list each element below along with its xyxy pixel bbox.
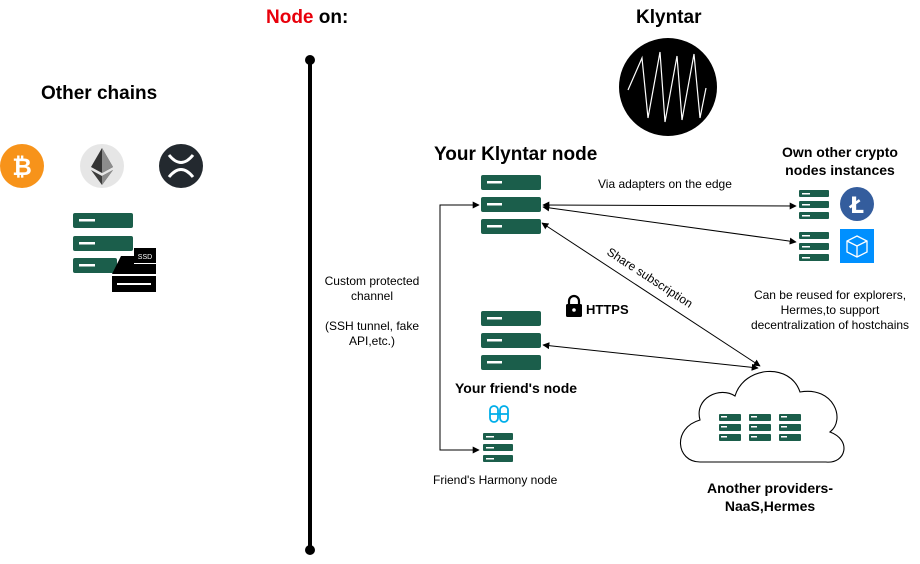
vertical-divider	[305, 55, 315, 555]
custom-channel-label: Custom protected channel (SSH tunnel, fa…	[322, 274, 422, 349]
reuse-line: decentralization of hostchains	[750, 318, 910, 332]
ssd-icon: SSD	[112, 248, 156, 292]
svg-text:₿: ₿	[12, 153, 32, 181]
providers-line: Another providers-	[706, 480, 833, 496]
reuse-line: Can be reused for explorers,	[753, 288, 907, 302]
your-klyntar-node-title: Your Klyntar node	[434, 144, 598, 165]
node-on-heading: Node on:	[266, 7, 348, 29]
klyntar-title: Klyntar	[636, 7, 702, 28]
providers-label: Another providers- NaaS,Hermes	[690, 479, 850, 515]
reuse-line: Hermes,to support	[780, 303, 880, 317]
litecoin-icon: Ł	[840, 187, 874, 221]
filecoin-cube-icon	[840, 229, 874, 263]
other-chains-title: Other chains	[41, 83, 158, 104]
own-crypto-server-1-icon	[799, 190, 829, 219]
friend-node-title: Your friend's node	[455, 380, 578, 396]
reuse-label: Can be reused for explorers, Hermes,to s…	[735, 288, 920, 333]
friend-node-server-icon	[481, 311, 541, 370]
harmony-icon	[489, 405, 509, 423]
adapters-label: Via adapters on the edge	[598, 177, 732, 191]
own-other-title-line-1: Own other crypto	[782, 144, 898, 160]
arrow-to-filecoin-node	[542, 204, 797, 245]
harmony-node-server-icon	[483, 433, 513, 462]
providers-line: NaaS,Hermes	[724, 498, 816, 514]
lock-icon	[566, 294, 582, 317]
custom-channel-line: channel	[350, 289, 394, 303]
svg-text:Ł: Ł	[849, 194, 864, 219]
node-word: Node	[266, 7, 314, 28]
ethereum-icon	[80, 144, 124, 188]
other-chains-server-icon	[73, 213, 133, 273]
providers-servers-icon	[719, 414, 801, 441]
bitcoin-icon: ₿	[0, 144, 44, 188]
own-other-nodes-title: Own other crypto nodes instances	[770, 143, 910, 179]
your-klyntar-node-server-icon	[481, 175, 541, 234]
arrow-to-litecoin-node	[542, 201, 797, 210]
xrp-icon	[159, 144, 203, 188]
harmony-node-label: Friend's Harmony node	[433, 473, 558, 487]
klyntar-logo-icon	[619, 38, 717, 136]
ssd-text: SSD	[138, 254, 152, 261]
share-subscription-label: Share subscription	[604, 245, 695, 311]
custom-channel-line: (SSH tunnel, fake	[324, 319, 420, 333]
custom-channel-line: Custom protected	[324, 274, 420, 288]
arrow-share-subscription	[541, 222, 761, 367]
arrow-https-friend-to-providers	[542, 342, 759, 371]
custom-channel-connector	[439, 201, 480, 454]
custom-channel-line: API,etc.)	[348, 334, 395, 348]
node-on-suffix: on:	[313, 7, 349, 28]
own-crypto-server-2-icon	[799, 232, 829, 261]
own-other-title-line-2: nodes instances	[785, 162, 895, 178]
